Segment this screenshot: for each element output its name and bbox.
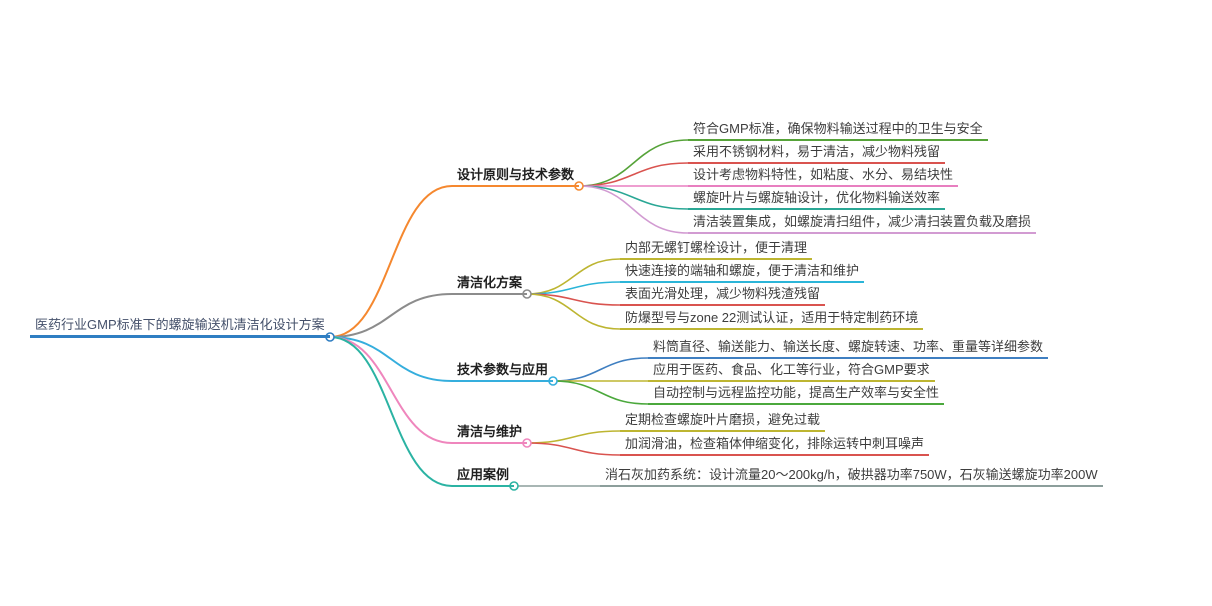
child-node: 表面光滑处理，减少物料残渣残留	[620, 284, 826, 306]
branch-node-3: 技术参数与应用	[452, 360, 554, 382]
child-node: 内部无螺钉螺栓设计，便于清理	[620, 238, 813, 260]
branch-link	[578, 139, 689, 187]
branch-link	[578, 162, 689, 187]
child-node: 清洁装置集成，如螺旋清扫组件，减少清扫装置负载及磨损	[688, 212, 1037, 234]
child-node: 设计考虑物料特性，如粘度、水分、易结块性	[688, 165, 959, 187]
branch-link	[526, 258, 621, 295]
child-node: 定期检查螺旋叶片磨损，避免过载	[620, 410, 826, 432]
branch-node-2: 清洁化方案	[452, 273, 528, 295]
branch-link	[578, 185, 689, 234]
child-node: 快速连接的端轴和螺旋，便于清洁和维护	[620, 261, 865, 283]
branch-link	[329, 185, 453, 338]
branch-node-1: 设计原则与技术参数	[452, 165, 580, 187]
child-node: 应用于医药、食品、化工等行业，符合GMP要求	[648, 360, 935, 382]
child-node: 符合GMP标准，确保物料输送过程中的卫生与安全	[688, 119, 988, 141]
branch-link	[329, 336, 453, 382]
child-node: 料筒直径、输送能力、输送长度、螺旋转速、功率、重量等详细参数	[648, 337, 1049, 359]
child-node: 螺旋叶片与螺旋轴设计，优化物料输送效率	[688, 188, 946, 210]
branch-link	[329, 293, 453, 338]
child-node: 采用不锈钢材料，易于清洁，减少物料残留	[688, 142, 946, 164]
child-node: 消石灰加药系统：设计流量20～200kg/h，破拱器功率750W，石灰输送螺旋功…	[600, 465, 1103, 487]
branch-link	[526, 442, 621, 456]
branch-link	[578, 185, 689, 210]
branch-link	[329, 336, 453, 487]
branch-link	[526, 293, 621, 330]
child-node: 防爆型号与zone 22测试认证，适用于特定制药环境	[620, 308, 924, 330]
branch-node-5: 应用案例	[452, 465, 515, 487]
branch-node-4: 清洁与维护	[452, 422, 528, 444]
branch-link	[329, 336, 453, 444]
child-node: 自动控制与远程监控功能，提高生产效率与安全性	[648, 383, 945, 405]
branch-link	[526, 430, 621, 444]
branch-link	[552, 357, 649, 382]
child-node: 加润滑油，检查箱体伸缩变化，排除运转中刺耳噪声	[620, 434, 930, 456]
root-node: 医药行业GMP标准下的螺旋输送机清洁化设计方案	[30, 315, 330, 338]
branch-link	[552, 380, 649, 405]
